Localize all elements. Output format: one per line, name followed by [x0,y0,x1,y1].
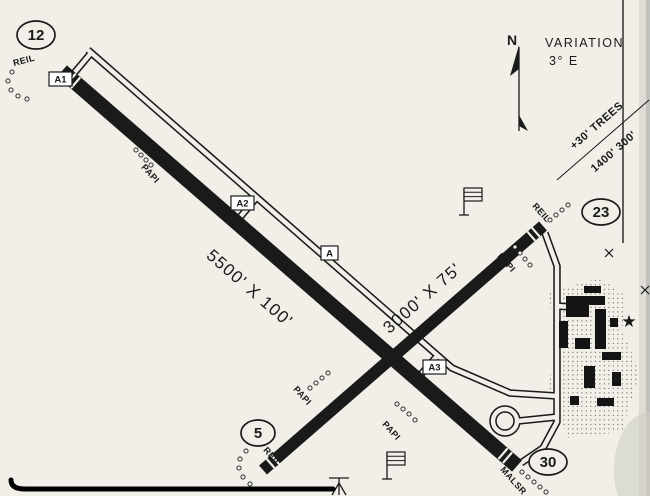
north-label: N [507,32,517,48]
runway-end-badge-5: 5 [240,419,276,447]
variation-label: VARIATION [545,36,624,50]
runway-end-badge-5-label: 5 [254,425,262,442]
runway-end-badge-30-label: 30 [540,454,557,471]
reil-lights-5 [236,448,253,487]
runway-end-badge-23-label: 23 [593,204,610,221]
runway-end-badge-12: 12 [16,20,56,50]
taxiway-sign-a3-label: A3 [428,363,440,374]
wind-indicator-icon [382,451,406,480]
taxiway-sign-a3: A3 [422,359,447,375]
obstacle-mark-icon [640,285,650,295]
variation-value: 3° E [549,54,579,68]
terminal-buildings [559,286,621,406]
obstacle-mark-icon [604,248,614,258]
beacon-star-icon: ★ [621,312,636,332]
runway-5-23 [259,221,547,475]
papi-lights-12 [133,147,154,168]
malsr-lights-30 [519,469,549,495]
runway-end-badge-12-label: 12 [28,27,45,44]
magnetic-variation-note: VARIATION 3° E [545,36,624,68]
taxiway-sign-a-label: A [326,249,333,260]
runway-end-badge-30: 30 [528,448,568,476]
runway-end-badge-23: 23 [581,198,621,226]
papi-lights-23 [512,244,533,268]
runway-12-30 [57,65,522,472]
reil-lights-23 [547,202,571,223]
taxiway-sign-a1-label: A1 [54,75,67,86]
wind-indicator-icon [459,187,483,216]
page-edge-shadow [614,0,650,496]
taxiway-sign-a2: A2 [230,195,255,211]
reil-lights-12 [5,69,30,102]
taxiway-sign-a: A [320,245,339,261]
sketch-border-bottom [8,477,336,492]
papi-lights-30 [394,401,418,423]
papi-lights-5 [307,370,331,391]
taxiway-sign-a2-label: A2 [236,199,248,210]
taxiway-sign-a1: A1 [48,71,73,87]
north-arrow-icon: N [507,32,528,131]
